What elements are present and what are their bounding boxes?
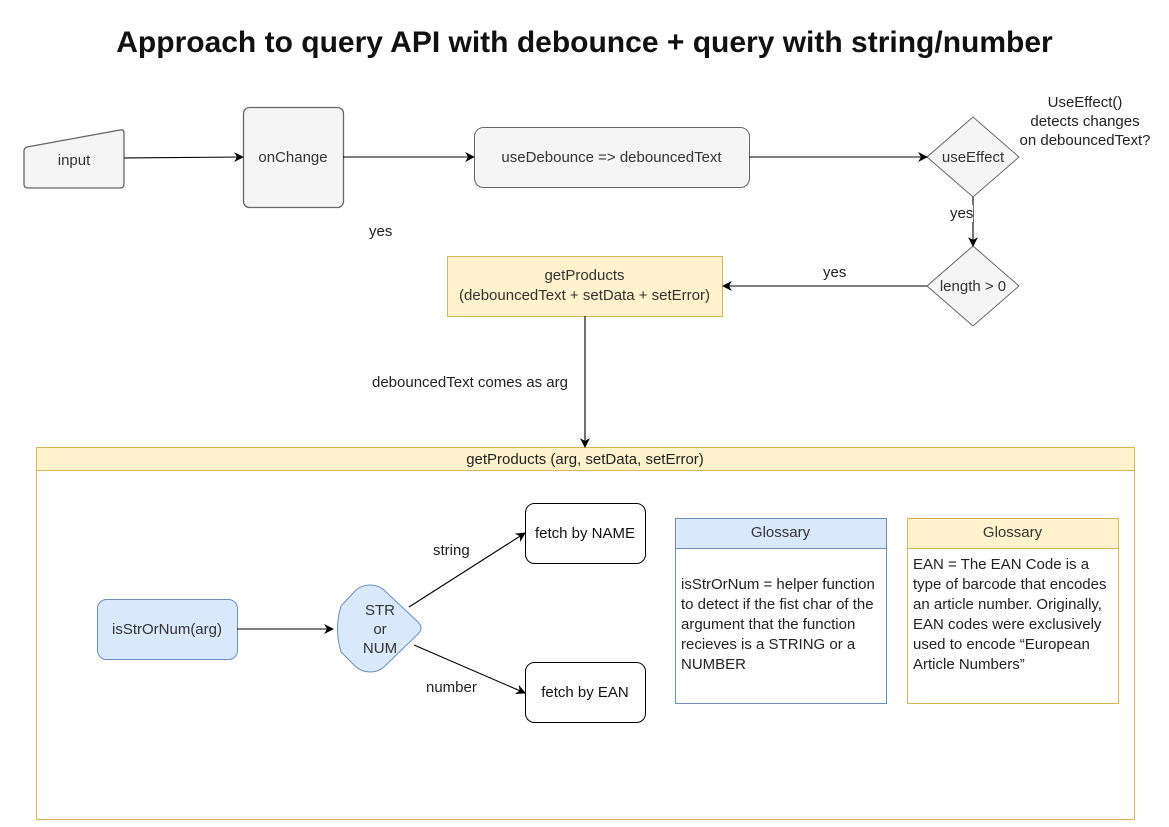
str-or-num-node: STR or NUM <box>362 601 398 657</box>
onchange-node: onChange <box>258 148 328 166</box>
edge-label-number: number <box>426 679 477 696</box>
isstrornum-node: isStrOrNum(arg) <box>111 620 222 638</box>
glossary-2-text: EAN = The EAN Code is a type of barcode … <box>913 556 1107 673</box>
getproducts-call-node: getProducts (debouncedText + setData + s… <box>459 267 710 304</box>
glossary-2-frame <box>907 518 1119 704</box>
glossary-2-title: Glossary <box>982 524 1043 541</box>
input-node: input <box>57 151 91 169</box>
edge-label-yes-3: yes <box>823 264 847 281</box>
edge-diamond-fetch-ean <box>413 644 526 695</box>
glossary-1-title: Glossary <box>750 524 811 541</box>
length-node: length > 0 <box>939 277 1007 295</box>
container-title: getProducts (arg, setData, setError) <box>466 451 704 468</box>
glossary-1-frame <box>675 518 887 704</box>
input-shape <box>23 129 125 189</box>
edge-label-yes-1: yes <box>369 223 393 240</box>
edge-label-debounced-arg: debouncedText comes as arg <box>372 374 568 391</box>
diagram-title: Approach to query API with debounce + qu… <box>116 26 1053 59</box>
edge-label-string: string <box>433 542 470 559</box>
fetch-by-name-node: fetch by NAME <box>534 524 636 542</box>
glossary-2-header <box>907 518 1119 549</box>
fetch-by-ean-node: fetch by EAN <box>541 683 629 701</box>
length-diamond <box>926 245 1020 327</box>
edge-diamond-fetch-name <box>408 532 526 608</box>
usedebounce-node: useDebounce => debouncedText <box>501 148 722 166</box>
useeffect-note: UseEffect() detects changes on debounced… <box>1019 93 1151 149</box>
edge-label-yes-2: yes <box>950 205 974 222</box>
glossary-1-header <box>675 518 887 549</box>
useeffect-node: useEffect <box>941 148 1005 166</box>
str-or-num-diamond <box>337 584 422 673</box>
edge-input-onchange <box>123 152 244 163</box>
glossary-1-text: isStrOrNum = helper function to detect i… <box>681 576 875 673</box>
getproducts-call-shape <box>447 256 723 317</box>
